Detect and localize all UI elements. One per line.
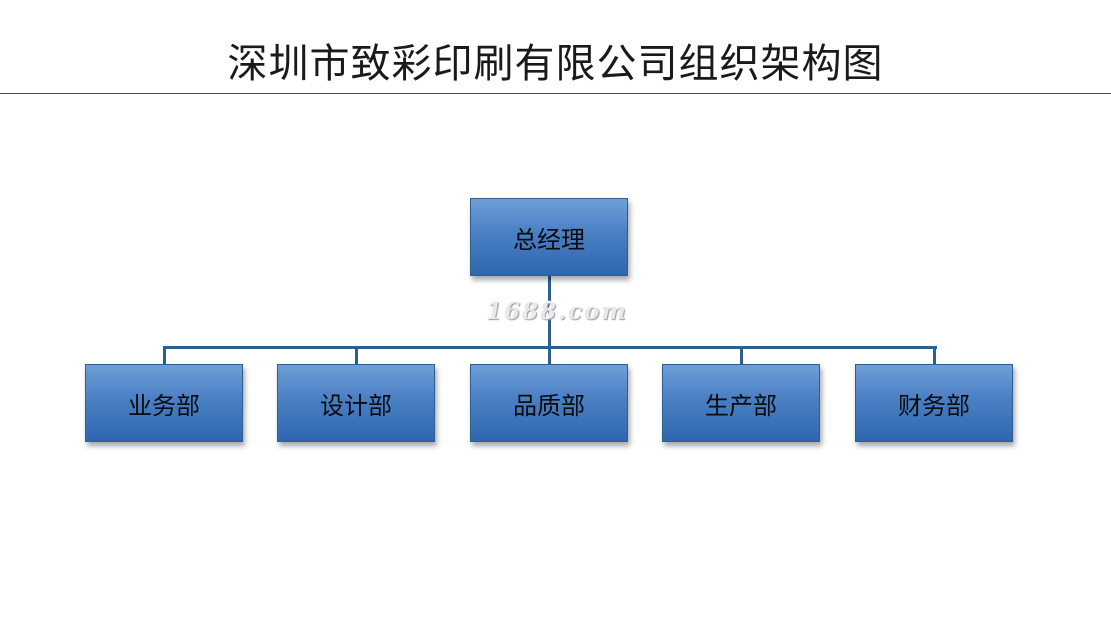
node-production-department[interactable]: 生产部 (662, 364, 820, 442)
connector-drop-design (355, 346, 358, 364)
connector-drop-finance (933, 346, 936, 364)
node-sales-department[interactable]: 业务部 (85, 364, 243, 442)
node-finance-department[interactable]: 财务部 (855, 364, 1013, 442)
connector-drop-sales (163, 346, 166, 364)
node-design-department-label: 设计部 (320, 391, 392, 420)
connector-drop-quality (548, 346, 551, 364)
node-finance-department-label: 财务部 (898, 391, 970, 420)
connector-root-trunk (548, 276, 551, 348)
node-quality-department[interactable]: 品质部 (470, 364, 628, 442)
node-design-department[interactable]: 设计部 (277, 364, 435, 442)
node-general-manager-label: 总经理 (513, 225, 585, 254)
title-divider (0, 93, 1111, 94)
connector-drop-production (740, 346, 743, 364)
node-production-department-label: 生产部 (705, 391, 777, 420)
node-quality-department-label: 品质部 (513, 391, 585, 420)
node-sales-department-label: 业务部 (128, 391, 200, 420)
watermark-text: 1688.com (486, 298, 628, 325)
node-general-manager[interactable]: 总经理 (470, 198, 628, 276)
slide-title: 深圳市致彩印刷有限公司组织架构图 (227, 41, 884, 87)
